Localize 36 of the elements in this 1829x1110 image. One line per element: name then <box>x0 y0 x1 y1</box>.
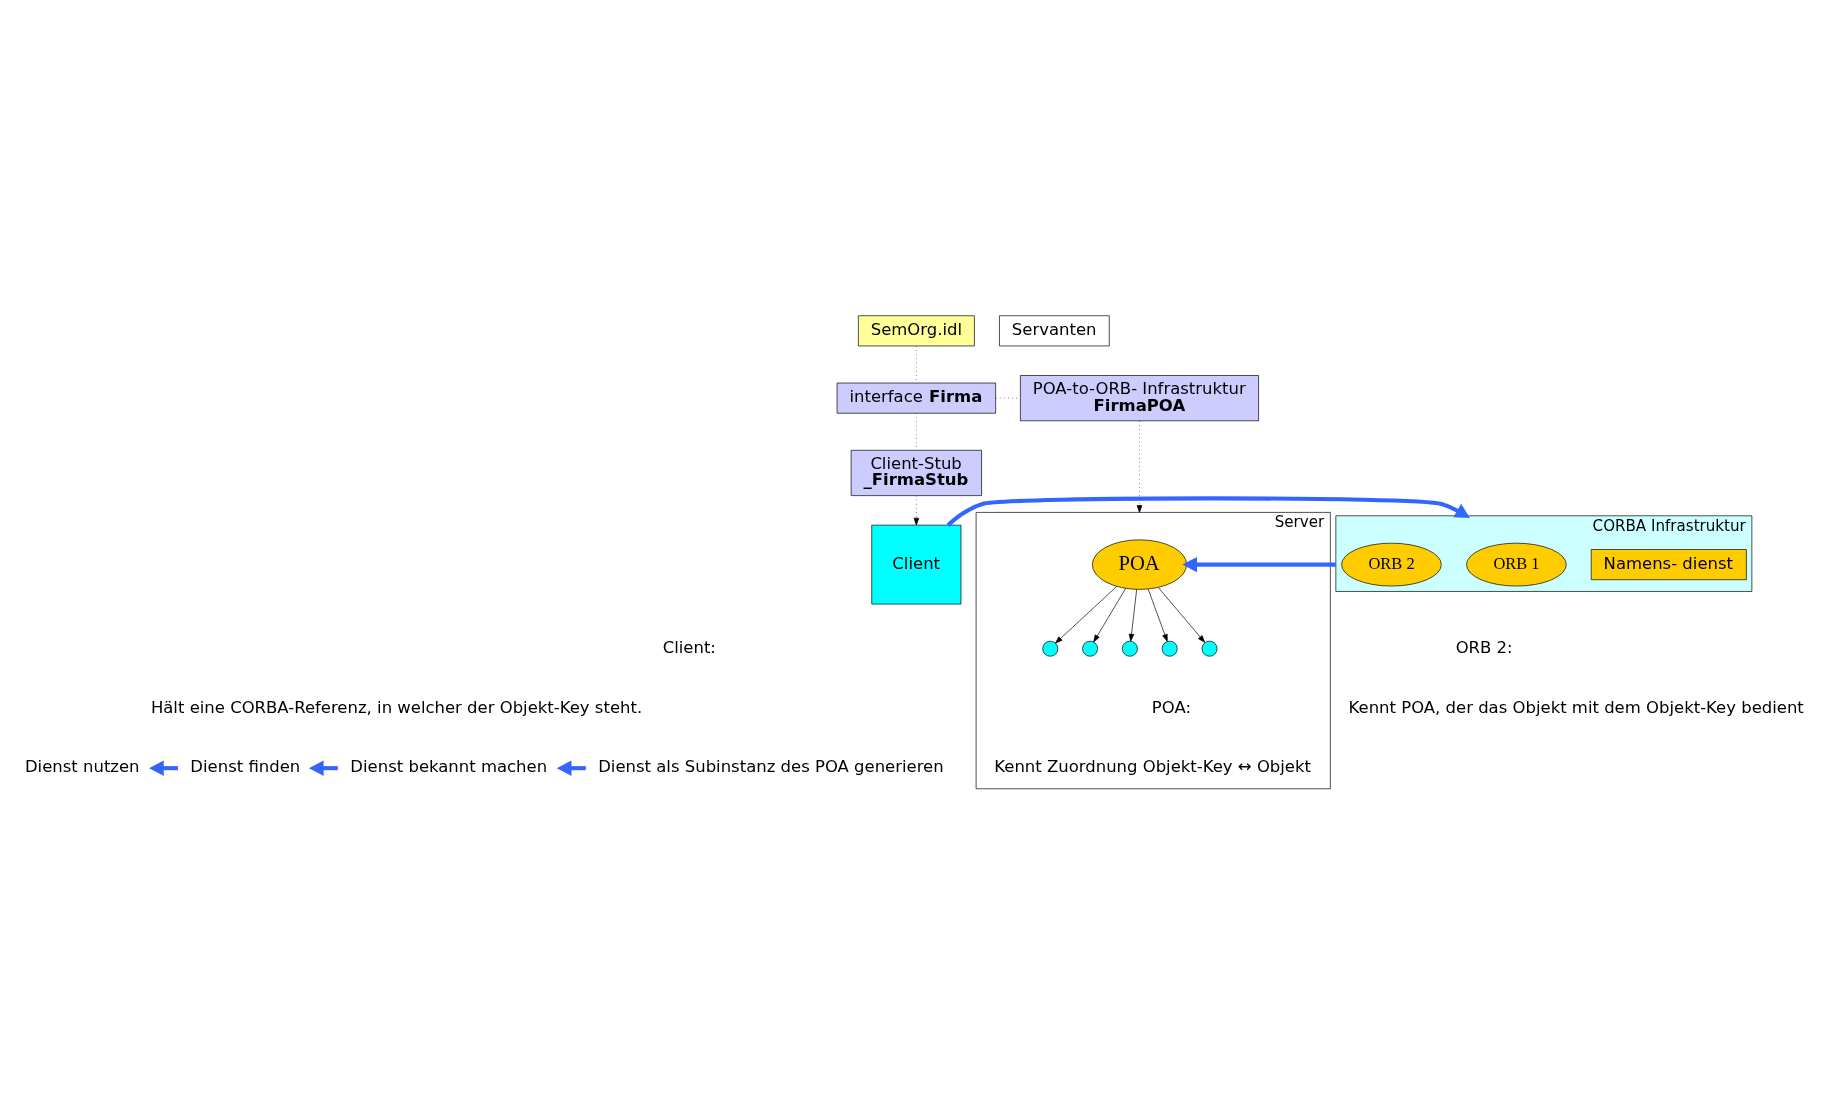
arrow <box>1092 588 1126 643</box>
node-text: Dienst als Subinstanz des POA generieren <box>597 757 944 777</box>
arrow <box>1181 556 1336 573</box>
arrow <box>1128 589 1137 642</box>
arrow <box>1054 586 1117 644</box>
node-box: SemOrg.idl <box>857 315 975 347</box>
node-text: Dienst finden <box>189 757 300 777</box>
arrow <box>556 760 586 776</box>
connector <box>915 413 917 451</box>
arrow <box>1147 588 1168 642</box>
node-ellipse: ORB 2 <box>1340 542 1442 587</box>
node-text: Dienst bekannt machen <box>349 757 547 777</box>
node-box: Servanten <box>998 315 1110 347</box>
node-box: Namens- dienst <box>1590 549 1747 581</box>
node-circle <box>1201 640 1217 657</box>
node-circle <box>1121 640 1138 657</box>
label: Kennt Zuordnung Objekt-Key ↔ Objekt <box>993 757 1311 777</box>
arrow <box>1157 587 1205 643</box>
node-box: interface Firma <box>836 382 996 414</box>
node-circle <box>1161 640 1178 657</box>
label: Client: <box>662 637 716 657</box>
label: Kennt POA, der das Objekt mit dem Objekt-Key bedient <box>1348 697 1804 717</box>
arrow <box>946 496 1470 527</box>
node-circle <box>1041 640 1058 657</box>
node-ellipse: ORB 1 <box>1465 542 1567 587</box>
node-box: Client-Stub _FirmaStub <box>850 449 982 496</box>
label: POA: <box>1151 697 1191 717</box>
label: ORB 2: <box>1455 637 1513 657</box>
arrow <box>913 495 919 526</box>
node-box: POA-to-ORB- Infrastruktur FirmaPOA <box>1019 375 1259 422</box>
node-text: Dienst nutzen <box>24 757 140 777</box>
node-circle <box>1081 640 1098 657</box>
label: Hält eine CORBA-Referenz, in welcher der Objekt-Key steht. <box>150 697 642 717</box>
arrow <box>1136 420 1142 513</box>
node-ellipse: POA <box>1091 539 1187 590</box>
node-box: Client <box>870 524 961 605</box>
